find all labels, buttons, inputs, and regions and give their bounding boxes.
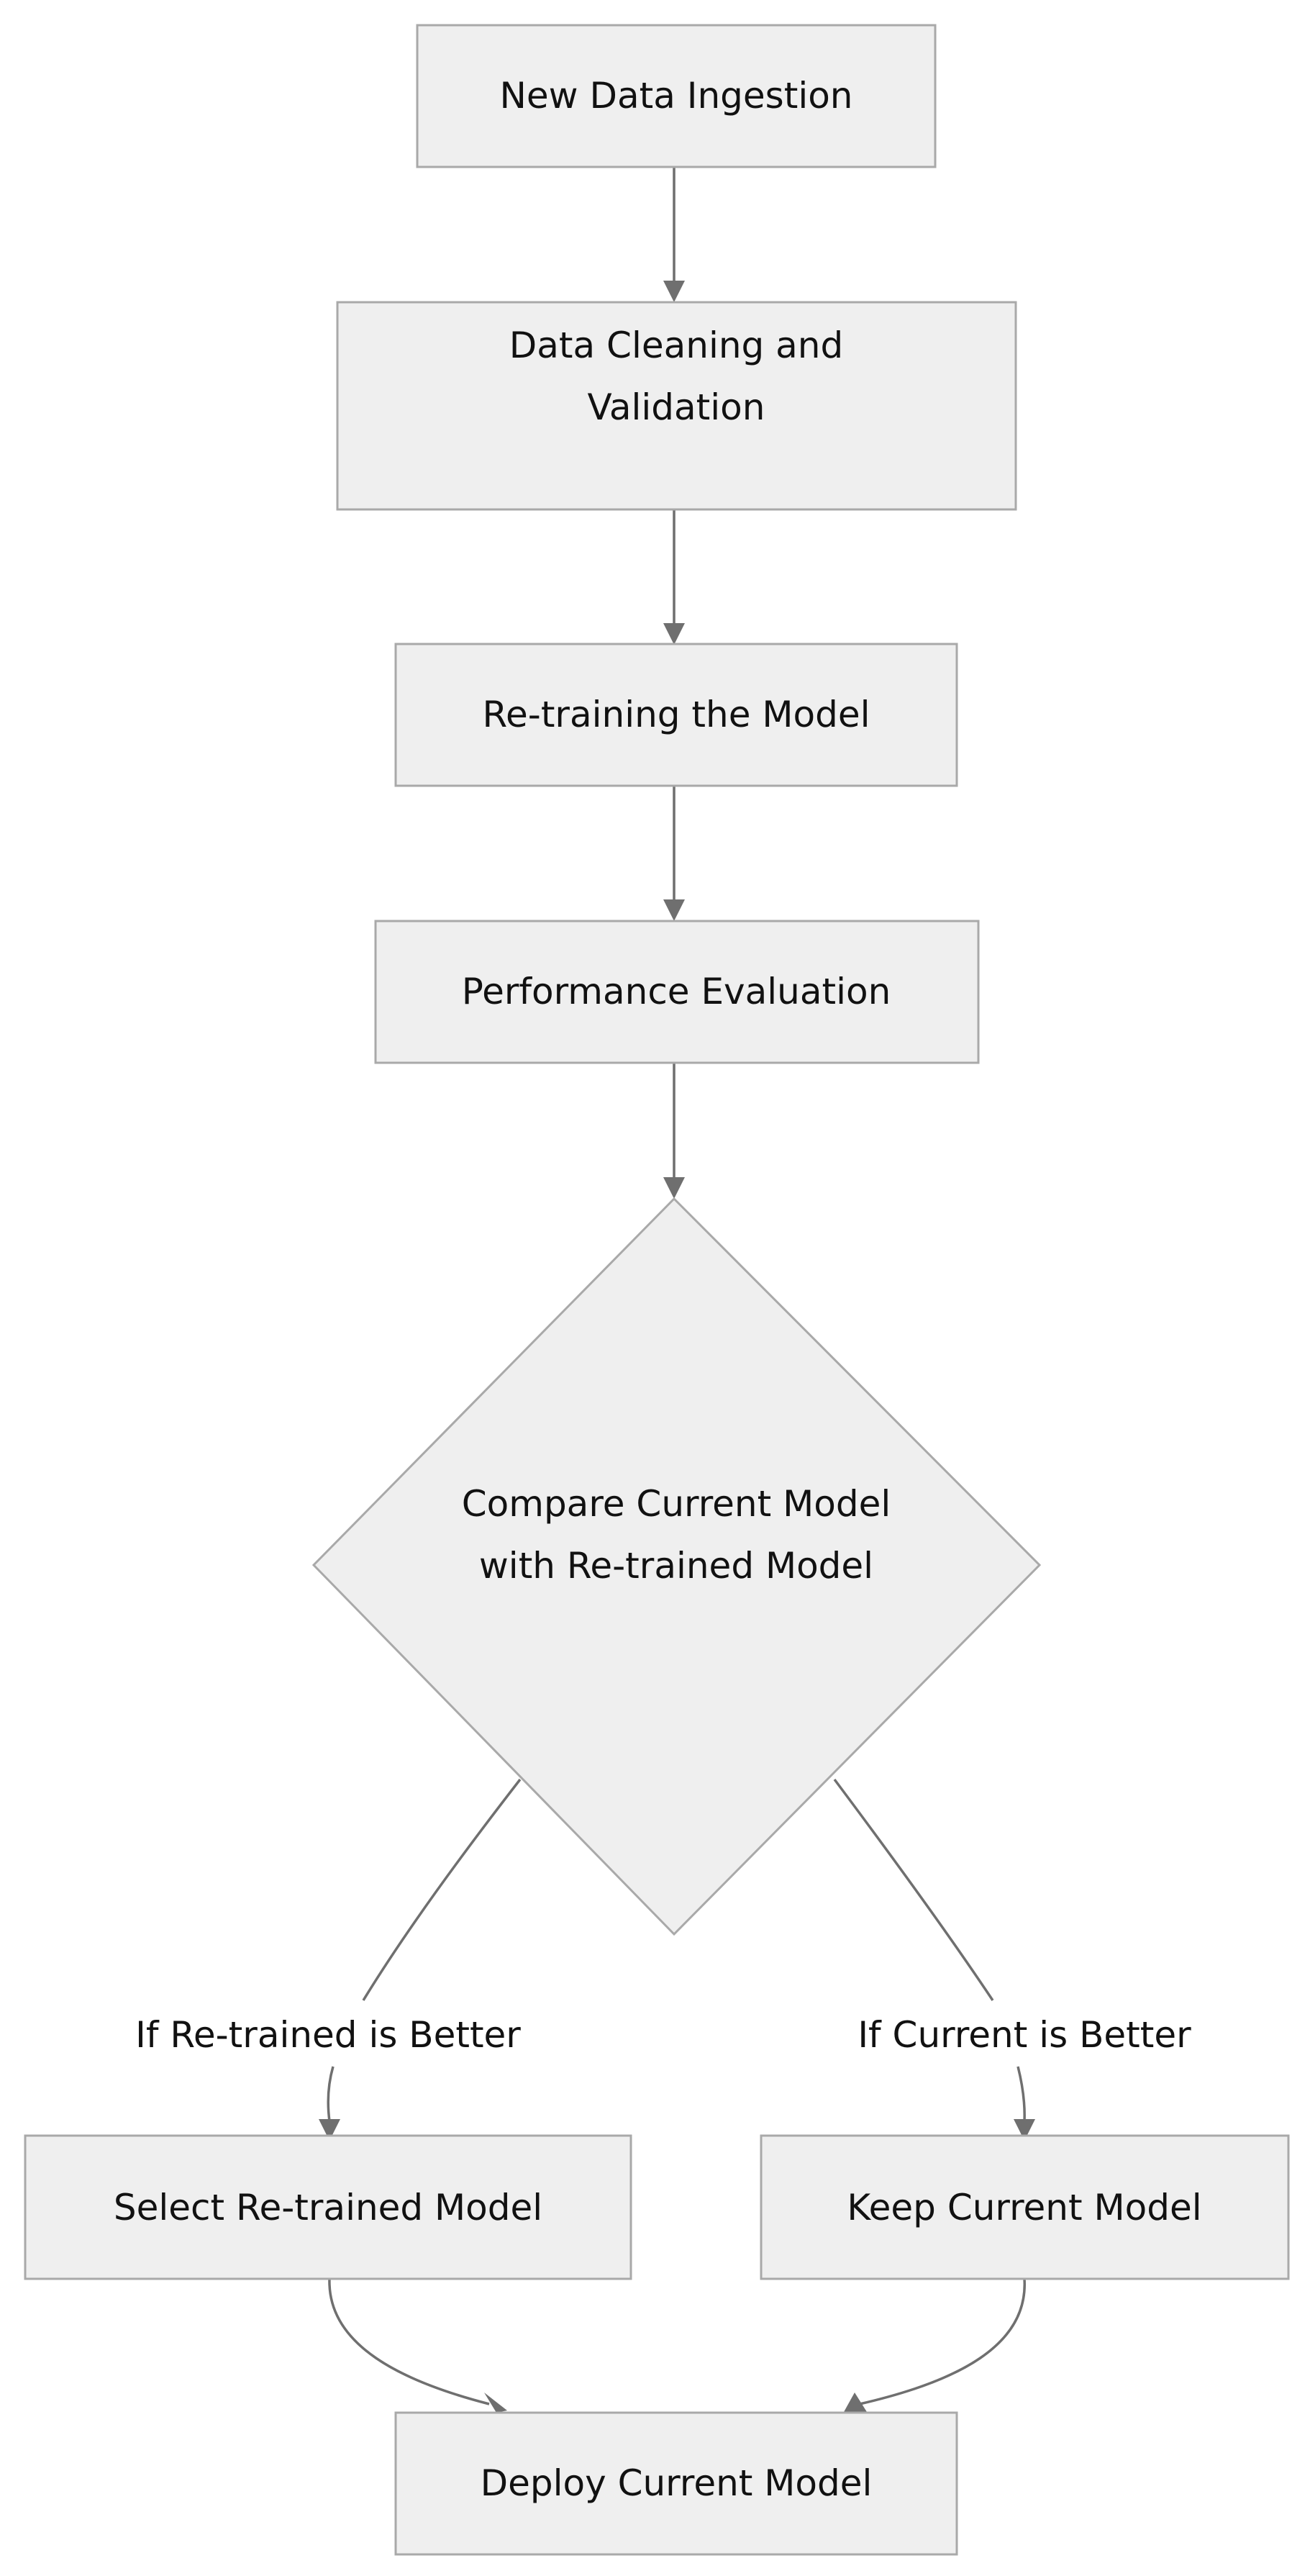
arrowheads [319, 281, 1035, 2413]
node-retrain[interactable]: Re-training the Model [394, 643, 958, 787]
edge-label-current-better: If Current is Better [858, 2014, 1191, 2056]
node-compare-label: Compare Current Model with Re-trained Mod… [462, 1483, 891, 1587]
edge-label-retrained-better: If Re-trained is Better [135, 2014, 521, 2056]
label-line: Keep Current Model [847, 2187, 1201, 2228]
edge-compare-to-select-lower [327, 2066, 335, 2122]
node-evaluate[interactable]: Performance Evaluation [374, 920, 980, 1064]
node-keep-label: Keep Current Model [847, 2187, 1201, 2228]
label-line: Validation [588, 386, 765, 428]
edge-compare-to-keep-lower [1016, 2066, 1026, 2122]
label-line: Data Cleaning and [509, 325, 843, 366]
arrowhead-deploy-left [484, 2393, 507, 2413]
edge-compare-to-select [362, 1778, 522, 2001]
label-line: with Re-trained Model [479, 1545, 873, 1587]
edge-keep-to-deploy [859, 2278, 1026, 2405]
arrowhead-retrain [663, 623, 685, 645]
label-line: Performance Evaluation [462, 971, 891, 1012]
label-line: New Data Ingestion [500, 75, 853, 117]
arrowhead-keep [1014, 2119, 1035, 2141]
node-deploy[interactable]: Deploy Current Model [394, 2411, 958, 2556]
node-select[interactable]: Select Re-trained Model [24, 2134, 632, 2280]
arrowhead-select [319, 2119, 340, 2141]
node-ingest[interactable]: New Data Ingestion [416, 24, 937, 168]
arrowhead-compare [663, 1177, 685, 1199]
node-compare[interactable]: Compare Current Model with Re-trained Mod… [311, 1197, 1042, 1936]
node-retrain-label: Re-training the Model [483, 694, 870, 735]
node-deploy-label: Deploy Current Model [481, 2462, 873, 2504]
label-line: Select Re-trained Model [114, 2187, 542, 2228]
arrowhead-clean [663, 281, 685, 302]
edges [327, 167, 1026, 2405]
node-select-label: Select Re-trained Model [114, 2187, 542, 2228]
node-keep[interactable]: Keep Current Model [760, 2134, 1290, 2280]
arrowhead-deploy-right [844, 2393, 867, 2412]
arrowhead-evaluate [663, 899, 685, 921]
edge-compare-to-keep [833, 1778, 994, 2001]
node-ingest-label: New Data Ingestion [500, 75, 853, 117]
label-line: Compare Current Model [462, 1483, 891, 1525]
label-line: Re-training the Model [483, 694, 870, 735]
node-evaluate-label: Performance Evaluation [462, 971, 891, 1012]
edge-select-to-deploy [328, 2278, 490, 2405]
label-line: Deploy Current Model [481, 2462, 873, 2504]
